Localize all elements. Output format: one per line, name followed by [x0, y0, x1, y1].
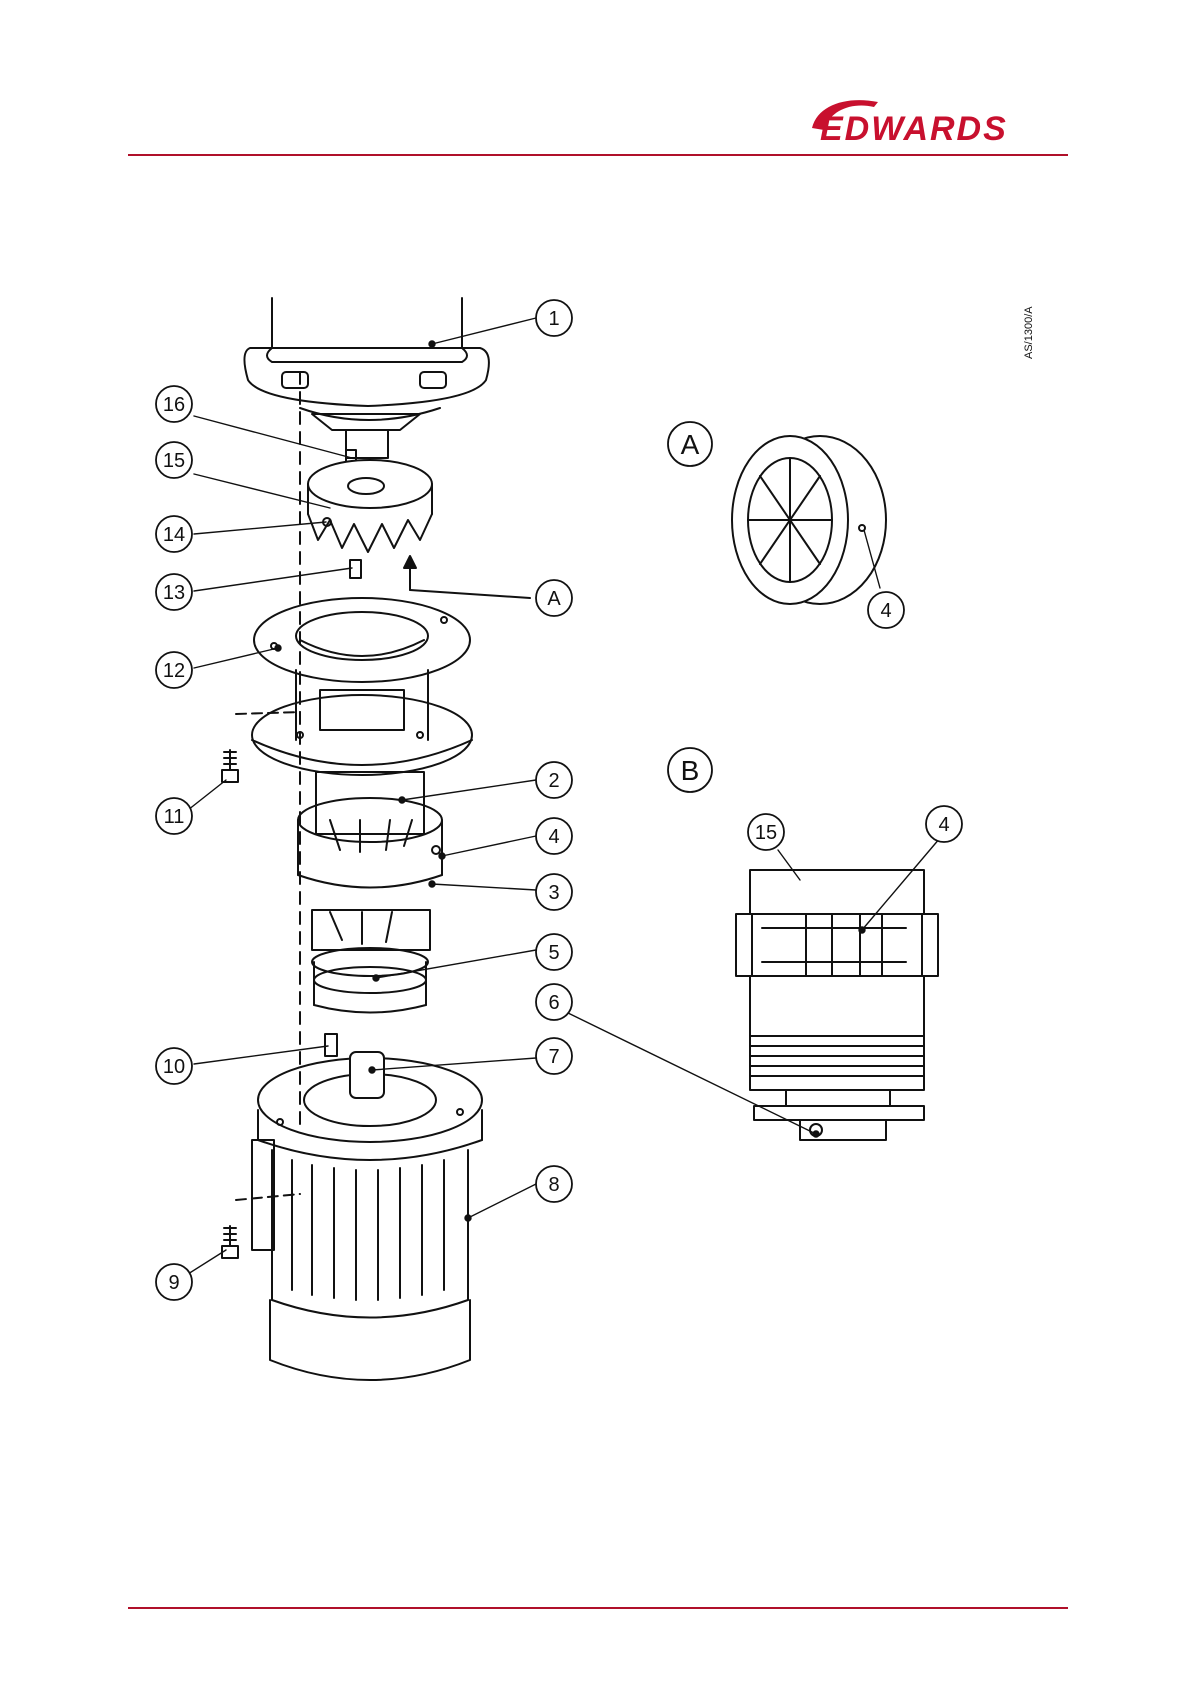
callout-12: 12 [163, 660, 185, 682]
part-15-upper-coupling-hub [308, 460, 432, 552]
view-b-assembled-coupling [736, 870, 938, 1140]
callout-view-b-15: 15 [755, 822, 777, 844]
part-1-pump-body [244, 298, 488, 458]
callout-14: 14 [163, 524, 185, 546]
callout-5: 5 [548, 942, 559, 964]
callout-view-a-4: 4 [880, 600, 891, 622]
callout-1: 1 [548, 308, 559, 330]
callout-16: 16 [163, 394, 185, 416]
callout-4: 4 [548, 826, 559, 848]
part-4-coupling-insert [298, 798, 442, 888]
view-label-a: A [681, 429, 700, 460]
part-9-bolt [222, 1226, 238, 1258]
part-10-key [325, 1034, 337, 1056]
part-5-lower-coupling-hub [312, 910, 430, 1013]
callout-7: 7 [548, 1046, 559, 1068]
part-3-screw [432, 846, 440, 854]
callout-13: 13 [163, 582, 185, 604]
part-12-adaptor-flange [252, 598, 472, 775]
callout-3: 3 [548, 882, 559, 904]
view-a-coupling-insert [732, 436, 886, 604]
part-8-motor [252, 1052, 482, 1380]
part-7-motor-shaft [350, 1052, 384, 1098]
part-13-key [350, 560, 361, 578]
callout-9: 9 [168, 1272, 179, 1294]
callout-15: 15 [163, 450, 185, 472]
callout-view-b-4: 4 [938, 814, 949, 836]
callout-6: 6 [548, 992, 559, 1014]
part-11-bolt [222, 750, 238, 782]
callout-8: 8 [548, 1174, 559, 1196]
callout-11: 11 [164, 806, 185, 828]
callout-2: 2 [548, 770, 559, 792]
callout-a-arrow: A [547, 588, 561, 610]
callout-10: 10 [163, 1056, 185, 1078]
view-label-b: B [681, 755, 700, 786]
